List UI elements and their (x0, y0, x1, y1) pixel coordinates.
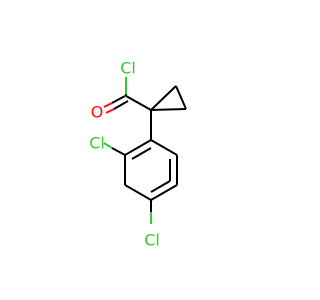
bond-carbonyl-c-o-1 (111, 95, 126, 104)
bond-ring-cl-ortho (111, 147, 126, 156)
molecule-diagram: Cl O Cl Cl (89, 59, 187, 250)
bond-ring-1 (124, 139, 152, 156)
bond-ring-4 (150, 184, 178, 201)
bond-ring-6 (150, 139, 178, 156)
bond-carbonyl-c-o-2-red (105, 108, 115, 114)
bond-carbonyl-c-o-1-red (103, 102, 113, 108)
bond-carbonyl-c-o-2 (113, 100, 129, 110)
atom-label-carbonyl-o: O (91, 103, 104, 122)
atom-label-ortho-cl: Cl (89, 134, 105, 153)
bond-ring-cl-ortho-green (103, 142, 113, 149)
bonds (103, 77, 187, 224)
bond-carbonyl-c-ring-c (125, 95, 152, 111)
bond-ring-3 (124, 184, 152, 201)
atom-label-para-cl: Cl (144, 231, 160, 250)
atom-label-acyl-cl: Cl (120, 59, 136, 78)
bond-cyclopropane-2 (175, 85, 187, 110)
atom-labels: Cl O Cl Cl (89, 59, 160, 250)
bond-ring-inner-2 (150, 180, 171, 193)
bond-ring-inner-1 (131, 147, 152, 160)
bond-cyclopropane-1 (150, 85, 177, 111)
bond-cyclopropane-3 (150, 108, 187, 111)
